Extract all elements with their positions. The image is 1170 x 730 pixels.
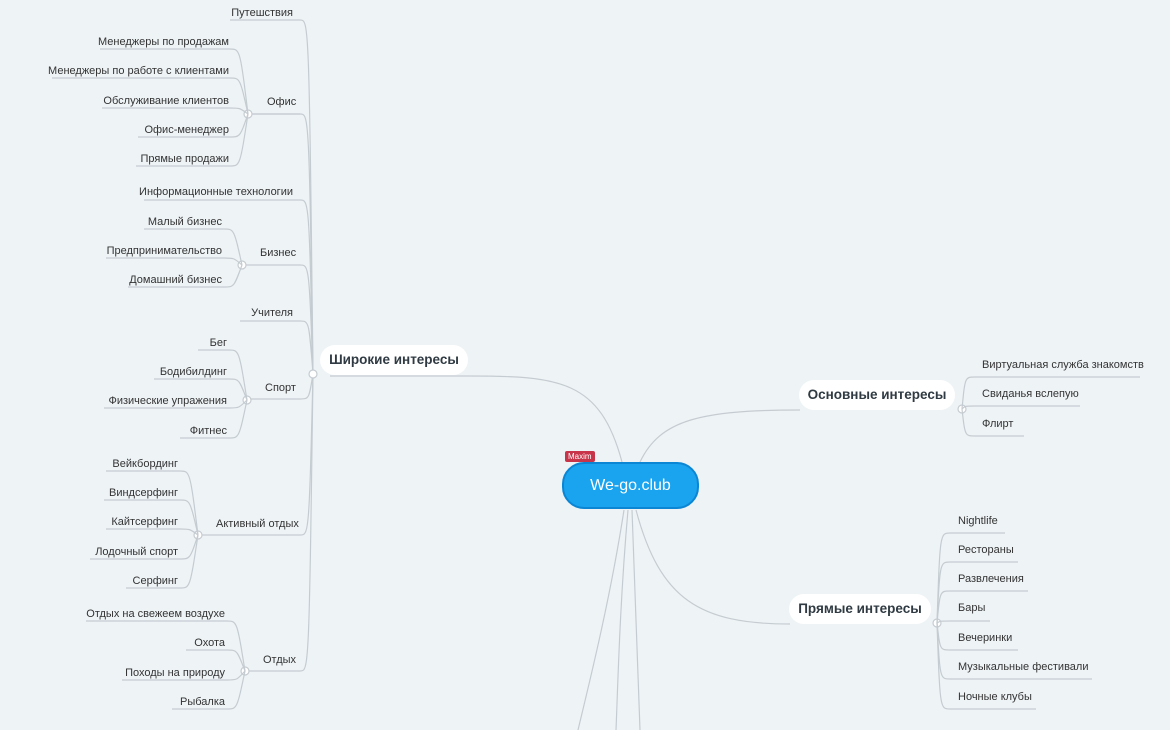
connector bbox=[100, 48, 249, 115]
connector bbox=[126, 534, 199, 589]
author-tag: Maxim bbox=[565, 451, 595, 462]
topic-bodybuilding[interactable]: Бодибилдинг bbox=[159, 366, 227, 378]
topic-entrepreneurship[interactable]: Предпринимательство bbox=[106, 245, 222, 257]
topic-blind-dates[interactable]: Свиданья вслепую bbox=[982, 388, 1079, 400]
connector bbox=[242, 264, 314, 375]
connector bbox=[106, 257, 243, 266]
connector bbox=[136, 113, 249, 167]
topic-virtual-dating[interactable]: Виртуальная служба знакомств bbox=[982, 359, 1144, 371]
topic-kitesurfing[interactable]: Кайтсерфинг bbox=[111, 516, 178, 528]
topic-small-business[interactable]: Малый бизнес bbox=[147, 216, 222, 228]
connector bbox=[154, 378, 248, 401]
connector-root-down-2 bbox=[615, 509, 629, 730]
connector bbox=[961, 408, 1024, 437]
connector bbox=[144, 199, 314, 375]
topic-windsurfing[interactable]: Виндсерфинг bbox=[109, 487, 178, 499]
topic-travel[interactable]: Путешствия bbox=[231, 7, 293, 19]
wide-interests-knob[interactable] bbox=[308, 369, 318, 379]
connector bbox=[86, 620, 246, 672]
connector bbox=[936, 620, 990, 624]
connector bbox=[186, 649, 246, 672]
topic-fishing[interactable]: Рыбалка bbox=[180, 696, 225, 708]
connector bbox=[172, 670, 246, 710]
connector bbox=[936, 590, 1028, 624]
topic-office-sales-managers[interactable]: Менеджеры по продажам bbox=[98, 36, 229, 48]
topic-nightlife[interactable]: Nightlife bbox=[958, 515, 998, 527]
connector bbox=[128, 264, 243, 288]
topic-it[interactable]: Информационные технологии bbox=[139, 186, 293, 198]
connector bbox=[245, 373, 314, 672]
connector bbox=[106, 470, 199, 536]
connector bbox=[52, 77, 249, 115]
topic-restaurants[interactable]: Рестораны bbox=[958, 544, 1014, 556]
connector bbox=[138, 113, 249, 138]
connector bbox=[198, 373, 314, 536]
topic-office-direct-sales[interactable]: Прямые продажи bbox=[140, 153, 230, 165]
topic-hunting[interactable]: Охота bbox=[194, 637, 225, 649]
connector-root-direct bbox=[635, 509, 791, 625]
topic-office-account-managers[interactable]: Менеджеры по работе с клиентами bbox=[48, 65, 229, 77]
connector bbox=[144, 228, 243, 266]
topic-office-customer-service[interactable]: Обслуживание клиентов bbox=[103, 95, 229, 107]
connector bbox=[961, 405, 1080, 410]
connector bbox=[230, 19, 314, 375]
branch-main-interests[interactable]: Основные интересы bbox=[799, 380, 955, 410]
topic-music-festivals[interactable]: Музыкальные фестивали bbox=[958, 661, 1089, 673]
topic-wakeboarding[interactable]: Вейкбординг bbox=[112, 458, 178, 470]
topic-outdoor-rest[interactable]: Отдых на свежеем воздухе bbox=[86, 608, 225, 620]
connector bbox=[104, 399, 248, 409]
topic-parties[interactable]: Вечеринки bbox=[958, 632, 1013, 644]
branch-direct-interests[interactable]: Прямые интересы bbox=[789, 594, 931, 624]
topic-office-manager[interactable]: Офис-менеджер bbox=[144, 124, 229, 136]
topic-running[interactable]: Бег bbox=[209, 337, 227, 349]
topic-flirt[interactable]: Флирт bbox=[982, 418, 1014, 430]
topic-exercise[interactable]: Физические упражения bbox=[108, 395, 227, 407]
topic-teachers[interactable]: Учителя bbox=[251, 307, 293, 319]
topic-office[interactable]: Офис bbox=[267, 96, 297, 108]
topic-hiking[interactable]: Походы на природу bbox=[125, 667, 225, 679]
connector-root-main bbox=[639, 409, 801, 463]
connector bbox=[122, 670, 246, 681]
topic-night-clubs[interactable]: Ночные клубы bbox=[958, 691, 1032, 703]
connector bbox=[936, 622, 1036, 710]
topic-home-business[interactable]: Домашний бизнес bbox=[129, 274, 222, 286]
topic-boating[interactable]: Лодочный спорт bbox=[95, 546, 178, 558]
connector-root-down-3 bbox=[631, 509, 641, 730]
topic-surfing[interactable]: Серфинг bbox=[132, 575, 178, 587]
connector bbox=[198, 349, 248, 401]
topic-fitness[interactable]: Фитнес bbox=[189, 425, 227, 437]
connector bbox=[104, 499, 199, 536]
topic-entertainment[interactable]: Развлечения bbox=[958, 573, 1024, 585]
connector bbox=[240, 320, 314, 375]
connector bbox=[248, 113, 314, 375]
connector bbox=[936, 561, 1018, 624]
topic-active-rest[interactable]: Активный отдых bbox=[216, 518, 299, 530]
connector-root-wide bbox=[330, 375, 623, 463]
connector-root-down-1 bbox=[577, 509, 625, 730]
topic-sport[interactable]: Спорт bbox=[265, 382, 296, 394]
connector bbox=[102, 107, 249, 115]
connector bbox=[180, 399, 248, 439]
connector bbox=[90, 534, 199, 560]
topic-bars[interactable]: Бары bbox=[958, 602, 986, 614]
connector bbox=[246, 373, 314, 400]
connector bbox=[961, 376, 1140, 410]
topic-rest[interactable]: Отдых bbox=[263, 654, 297, 666]
root-topic[interactable]: We-go.club bbox=[562, 462, 699, 509]
connector bbox=[106, 528, 199, 536]
branch-wide-interests[interactable]: Широкие интересы bbox=[320, 345, 468, 375]
topic-business[interactable]: Бизнес bbox=[260, 247, 297, 259]
